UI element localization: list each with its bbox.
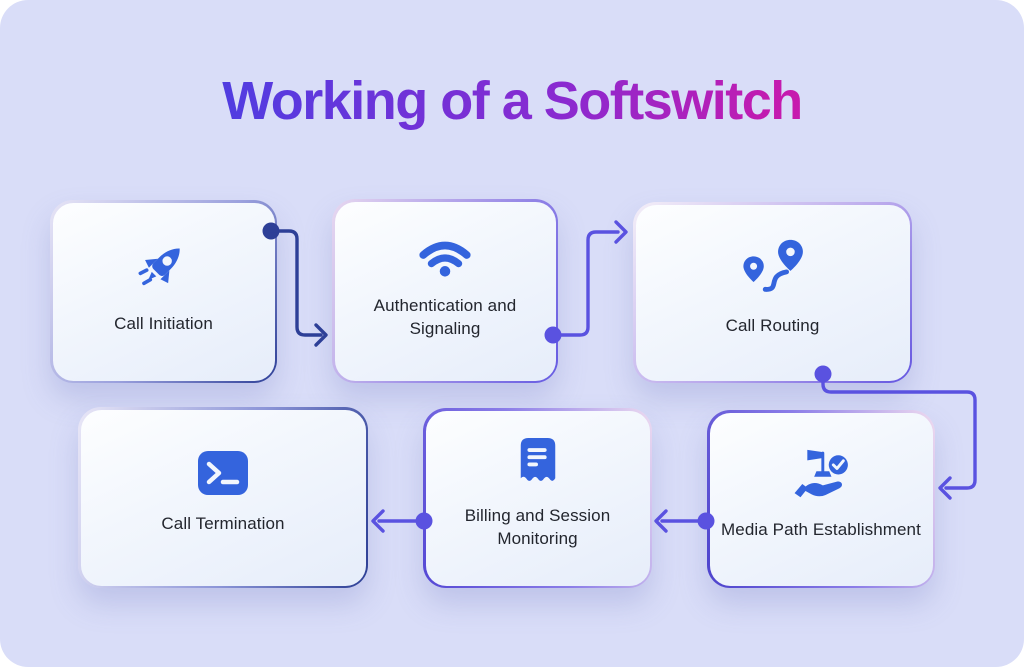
- step-label: Call Routing: [725, 315, 820, 335]
- step-card-media-path-establishment: Media Path Establishment: [707, 410, 935, 588]
- step-card-body: Billing and Session Monitoring: [425, 410, 650, 586]
- step-label: Call Termination: [161, 513, 285, 533]
- arrowhead-left-3: [938, 476, 952, 500]
- step-card-body: Call Initiation: [52, 202, 275, 381]
- arrowhead-left-5: [371, 509, 385, 533]
- step-label: Call Initiation: [114, 313, 213, 333]
- step-card-body: Media Path Establishment: [709, 412, 933, 586]
- wifi-icon: [419, 241, 471, 277]
- step-card-billing-session-monitoring: Billing and Session Monitoring: [423, 408, 652, 588]
- arrowhead-left-4: [654, 509, 668, 533]
- step-card-call-termination: Call Termination: [78, 407, 368, 588]
- arrowhead-right-2: [614, 220, 628, 244]
- terminal-icon: [198, 450, 248, 495]
- hand-flag-check-icon: [794, 450, 848, 498]
- step-label: Billing and Session Monitoring: [464, 506, 611, 548]
- page-title: Working of a Softswitch: [0, 68, 1024, 136]
- arrowhead-right-1: [314, 323, 328, 347]
- step-card-call-routing: Call Routing: [633, 202, 912, 383]
- step-label: Media Path Establishment: [721, 520, 921, 540]
- rocket-icon: [139, 248, 181, 285]
- step-label: Authentication and Signaling: [373, 296, 517, 338]
- step-card-body: Call Routing: [635, 204, 910, 381]
- receipt-icon: [520, 438, 555, 481]
- step-card-call-initiation: Call Initiation: [50, 200, 277, 383]
- route-icon: [742, 239, 803, 292]
- step-card-body: Call Termination: [80, 409, 366, 586]
- connector-line-2-3: [551, 230, 620, 337]
- step-card-authentication-signaling: Authentication and Signaling: [332, 199, 558, 383]
- step-card-body: Authentication and Signaling: [334, 201, 556, 381]
- connector-line-1-2: [269, 229, 323, 337]
